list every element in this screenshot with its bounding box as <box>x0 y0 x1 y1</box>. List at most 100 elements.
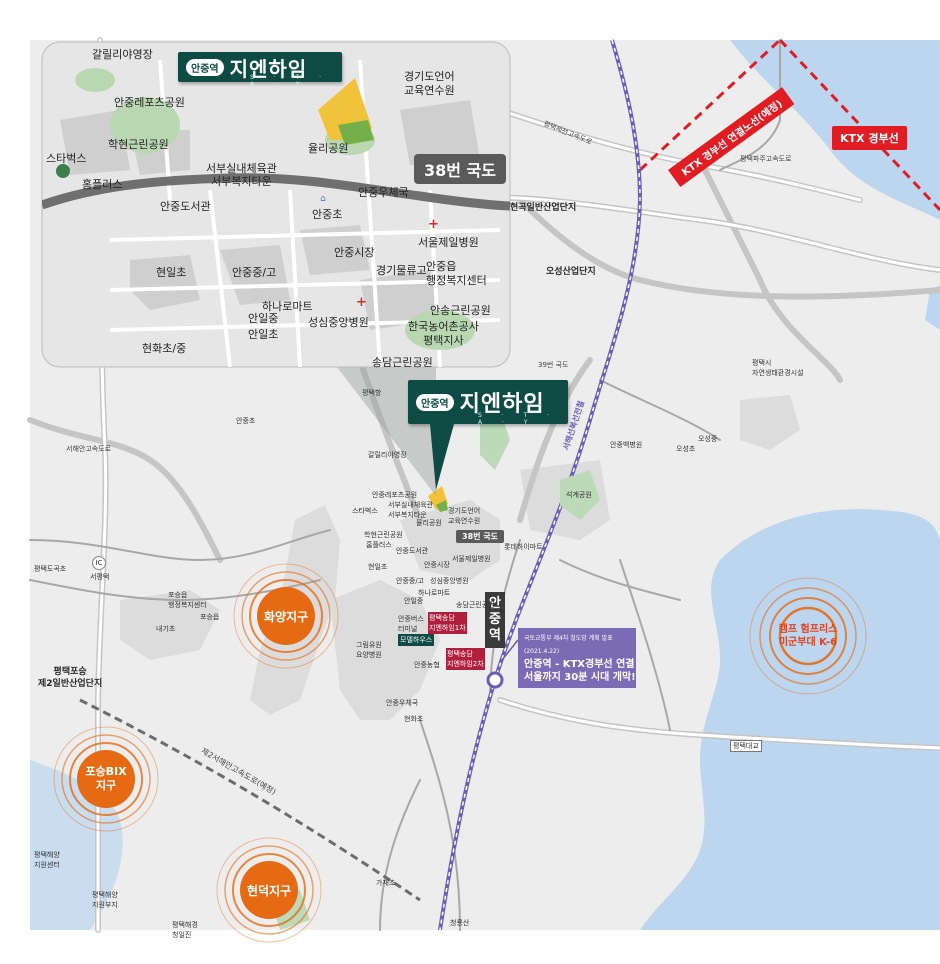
inset-label-anil-cho: 안일초 <box>248 328 279 341</box>
ktx-gyeongbu-badge: KTX 경부선 <box>832 126 907 150</box>
inset-label-anjung-cho: 안중초 <box>312 208 343 221</box>
inset-label-galilee: 갈릴리야영장 <box>92 48 153 61</box>
pyeongtaek-paju-expressway-label: 평택파주고속도로 <box>740 155 792 163</box>
label-cheongryong: 청룡산 <box>450 919 470 927</box>
camp-humphreys-zone: 캠프 험프리스 미군부대 K-6 <box>768 612 848 660</box>
ic-mark: IC <box>92 556 106 570</box>
label-anjung-nh: 안중농협 <box>414 661 440 669</box>
hwayang-zone: 화양지구 <box>256 586 316 646</box>
label-yulli: 율리공원 <box>416 519 442 527</box>
hyeongok-industrial-label: 현곡일반산업단지 <box>510 203 577 213</box>
inset-label-hyeonhwa: 현화초/중 <box>142 342 187 355</box>
inset-route38-badge: 38번 국도 <box>414 154 506 184</box>
label-pyeongtaek-sanup: 평택해양 지원부지 <box>92 891 118 909</box>
label-anjung-lib: 안중도서관 <box>396 547 429 555</box>
inset-brand-stay: S · T · A · Y <box>250 74 331 88</box>
label-jeil: 서울제일병원 <box>452 555 491 563</box>
hospital-icon: + <box>356 295 367 310</box>
inset-label-hyeonil: 현일초 <box>156 266 187 279</box>
main-brand-stay: S · T · A · Y <box>478 412 559 426</box>
ktx-connection-note: 국토교통부 제4차 철도망 계획 발표(2021.4.22) 안중역 - KTX… <box>518 628 636 688</box>
main-route38-badge: 38번 국도 <box>456 530 504 543</box>
inset-label-starbucks: 스타벅스 <box>46 152 87 165</box>
poseung-bix-zone-label: 포승BIX 지구 <box>77 750 135 808</box>
hospital-icon: + <box>428 217 439 232</box>
inset-label-market: 안중시장 <box>334 246 375 259</box>
label-hyeonil: 현일초 <box>368 563 388 571</box>
label-seongsim: 성심중앙병원 <box>430 577 469 585</box>
label-hakhyeon: 학현근린공원 <box>364 531 403 539</box>
hyeondeok-zone: 현덕지구 <box>239 860 299 920</box>
label-pyeongtaek-sichu: 평택시 자연생태환경시설 <box>752 359 804 377</box>
label-pyeongtaek-sang1: 평택송담 지엔하임1차 <box>428 612 467 634</box>
inset-brand-badge: 안중역 지엔하임 S · T · A · Y <box>178 52 342 88</box>
label-songdam: 송담근린공원 <box>456 601 495 609</box>
inset-label-anjung-middle: 안중중/고 <box>232 266 277 279</box>
inset-label-yulli: 율리공원 <box>308 142 349 155</box>
label-leports: 안중레포츠공원 <box>372 491 418 499</box>
label-seongrim: 그림유원 요양병원 <box>356 641 382 659</box>
label-pyeongtaek-hospital: 안중백병원 <box>610 441 643 449</box>
inset-label-gyeonggi: 경기도언어 교육연수원 <box>404 70 455 97</box>
inset-label-anjung-eup: 안중읍 행정복지센터 <box>426 260 487 287</box>
inset-label-anil-middle: 안일중 <box>248 312 279 325</box>
note-small: 국토교통부 제4차 철도망 계획 발표(2021.4.22) <box>524 635 613 655</box>
label-pyeongtaek-jiwon: 평택해양 지원센터 <box>34 851 60 869</box>
label-galilee: 갈릴리야영장 <box>368 451 407 459</box>
label-anjeong-cho: 안중초 <box>236 417 256 425</box>
inset-label-library: 안중도서관 <box>160 200 211 213</box>
camp-humphreys-label: 캠프 험프리스 미군부대 K-6 <box>778 624 838 648</box>
label-poseung-admin: 포승읍 행정복지센터 <box>168 591 207 609</box>
label-hana: 하나로마트 <box>418 589 451 597</box>
label-pyeongtaek-jaejeong: 평택해경 청일진 <box>172 921 198 939</box>
inset-label-hakhyeon: 학현근린공원 <box>108 138 169 151</box>
inset-label-seoul-jeil: 서울제일병원 <box>418 236 479 249</box>
label-gajae-cho: 가재초 <box>376 879 396 887</box>
seohaean-expressway-label: 서해안고속도로 <box>66 445 112 453</box>
main-brand-station: 안중역 <box>416 393 454 411</box>
inset-label-hana: 하나로마트 <box>262 300 313 313</box>
label-osung-mid: 오성중 <box>698 435 718 443</box>
label-homeplus: 홈플러스 <box>366 541 392 549</box>
label-seobu: 서부실내체육관 서부복지타운 <box>388 501 434 519</box>
label-bus-terminal: 안중버스 터미널 <box>398 615 424 633</box>
anjung-station-box: 안 중 역 <box>485 592 505 648</box>
label-modelhouse: 모델하우스 <box>398 634 435 646</box>
inset-brand-name: 지엔하임 <box>229 56 308 81</box>
label-naegi-cho: 내기초 <box>156 625 176 633</box>
pyeongtaek-bridge-label: 평택대교 <box>730 740 762 752</box>
brand-leader <box>430 424 454 490</box>
hwayang-zone-label: 화양지구 <box>257 587 315 645</box>
label-seokgye: 석계공원 <box>566 491 592 499</box>
inset-label-post: 안중우체국 <box>358 186 409 199</box>
main-brand-badge: 안중역 지엔하임 S · T · A · Y <box>408 380 568 426</box>
school-icon: ⌂ <box>320 194 326 204</box>
hyeondeok-zone-label: 현덕지구 <box>240 861 298 919</box>
inset-brand-station: 안중역 <box>186 58 224 76</box>
inset-label-leports: 안중레포츠공원 <box>114 96 185 109</box>
label-anjung-mid: 안중중/고 <box>396 577 425 585</box>
label-west-mall: 롯데하이마트 <box>504 543 543 551</box>
label-starbucks: 스타벅스 <box>352 507 378 515</box>
label-anil: 안일중 <box>404 597 424 605</box>
label-gyeonggi-edu: 경기도언어 교육연수원 <box>448 507 481 525</box>
starbucks-icon <box>56 164 70 178</box>
label-pyeongtaek-port: 평택항 <box>362 389 382 397</box>
label-hyeonhwa-cho: 현화초 <box>404 715 424 723</box>
inset-label-seobu: 서부실내체육관 서부복지타운 <box>206 162 277 188</box>
label-poseung-office: 포승읍 <box>200 613 220 621</box>
inset-label-seongsim: 성심중앙병원 <box>308 316 369 329</box>
inset-label-korea-farm: 한국농어촌공사 평택지사 <box>408 320 479 347</box>
label-osan: 오성초 <box>676 445 696 453</box>
inset-label-songdam: 송담근린공원 <box>372 356 433 369</box>
note-main: 안중역 - KTX경부선 연결 서울까지 30분 시대 개막! <box>524 659 636 683</box>
label-pyeongtaek-sang2: 평택송담 지엔하임2차 <box>446 648 485 670</box>
route39-label: 39번 국도 <box>538 361 569 369</box>
label-anjung-bldg: 안중우체국 <box>386 699 419 707</box>
osung-industrial-label: 오성산업단지 <box>546 267 596 277</box>
label-pyeongtaek-dogo: 평택도곡초 <box>34 565 67 573</box>
poseung-bix-zone: 포승BIX 지구 <box>76 749 136 809</box>
inset-label-homeplus: 홈플러스 <box>82 178 123 191</box>
